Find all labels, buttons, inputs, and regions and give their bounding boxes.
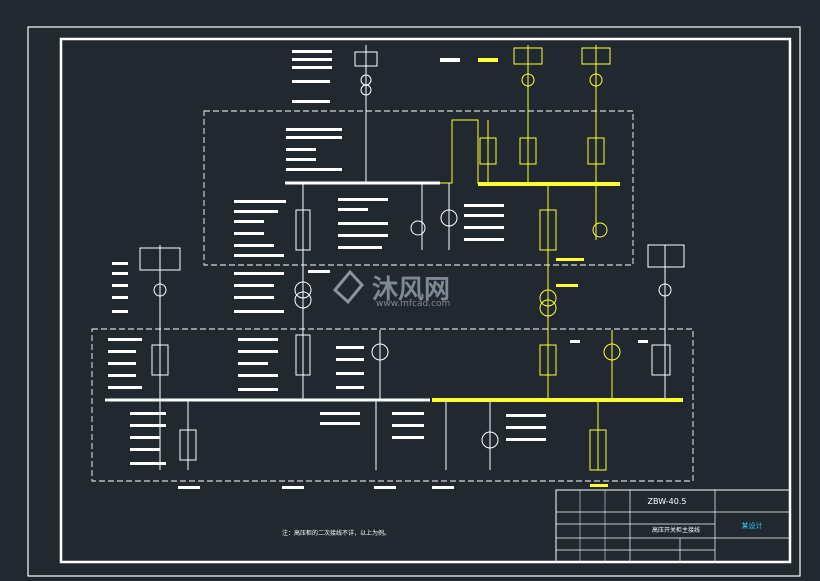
- title-sheet-label: 某设计: [742, 521, 763, 530]
- title-model: ZBW-40.5: [648, 497, 687, 506]
- lower-enclosure: [91, 328, 694, 482]
- drawing-note: 注：高压柜的二次接线不详，以上为例。: [282, 529, 390, 537]
- inner-frame: [59, 37, 792, 564]
- watermark-url: www.mfcad.com: [376, 299, 450, 309]
- title-drawing-name: 高压开关柜主接线: [652, 526, 700, 534]
- white-devices: [139, 51, 685, 461]
- white-feeders: [159, 45, 666, 470]
- yellow-link-upper: [440, 119, 479, 184]
- yellow-devices: [479, 47, 621, 471]
- yellow-feeders: [487, 45, 613, 470]
- label-blocks-yellow: [478, 58, 608, 487]
- label-blocks-white: [108, 50, 648, 489]
- outer-border: [27, 26, 801, 577]
- watermark: 沐风网 www.mfcad.com: [332, 269, 450, 309]
- upper-enclosure: [203, 110, 634, 266]
- watermark-brand: 沐风网: [372, 275, 450, 305]
- title-block: [555, 489, 791, 563]
- mfcad-logo-icon: [332, 269, 364, 305]
